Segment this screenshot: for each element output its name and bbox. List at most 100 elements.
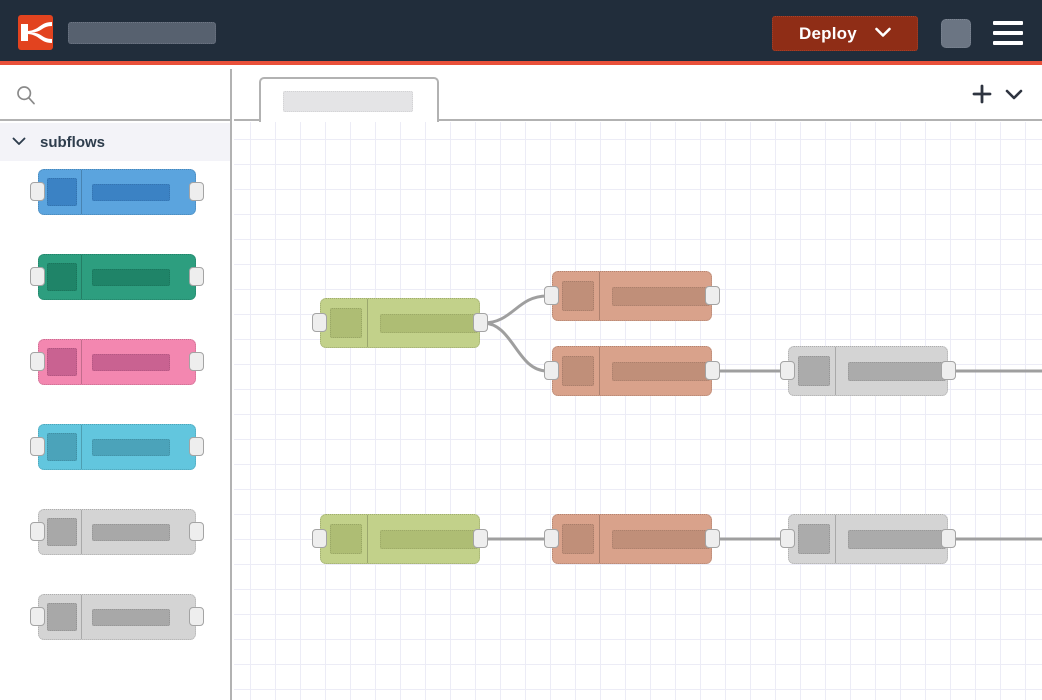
node-label bbox=[848, 362, 946, 381]
node-divider bbox=[599, 272, 600, 320]
node-input-port[interactable] bbox=[544, 286, 559, 305]
deploy-button-label: Deploy bbox=[799, 23, 857, 43]
palette-node-grey-1[interactable] bbox=[30, 509, 204, 555]
node-input-port[interactable] bbox=[30, 607, 45, 626]
node-output-port[interactable] bbox=[473, 529, 488, 548]
node-label bbox=[92, 524, 170, 541]
node-input-port[interactable] bbox=[30, 522, 45, 541]
search-icon[interactable] bbox=[16, 85, 36, 110]
node-label bbox=[92, 439, 170, 456]
node-output-port[interactable] bbox=[189, 182, 204, 201]
palette-search-row[interactable] bbox=[0, 69, 230, 121]
app-title-placeholder bbox=[68, 22, 216, 44]
node-type-icon bbox=[562, 356, 594, 386]
subflow-node-green[interactable] bbox=[30, 254, 204, 300]
node-divider bbox=[835, 347, 836, 395]
node-type-icon bbox=[330, 524, 362, 554]
node-label bbox=[380, 530, 478, 549]
node-input-port[interactable] bbox=[312, 313, 327, 332]
add-flow-tab-button[interactable] bbox=[970, 82, 994, 106]
node-divider bbox=[81, 425, 82, 469]
node-type-icon bbox=[47, 348, 77, 376]
subflow-node-cyan[interactable] bbox=[30, 424, 204, 470]
node-output-port[interactable] bbox=[189, 437, 204, 456]
node-divider bbox=[81, 255, 82, 299]
node-label bbox=[612, 530, 710, 549]
node-divider bbox=[835, 515, 836, 563]
node-divider bbox=[81, 595, 82, 639]
menu-bar-3 bbox=[993, 41, 1023, 45]
node-label bbox=[380, 314, 478, 333]
flow-node-green-2[interactable] bbox=[312, 514, 488, 564]
node-type-icon bbox=[47, 518, 77, 546]
palette-category-label: subflows bbox=[40, 133, 106, 151]
flow-workspace bbox=[234, 69, 1042, 700]
node-label bbox=[612, 287, 710, 306]
node-input-port[interactable] bbox=[30, 267, 45, 286]
node-input-port[interactable] bbox=[780, 529, 795, 548]
chevron-down-icon bbox=[12, 133, 26, 151]
node-type-icon bbox=[47, 603, 77, 631]
wire-green1-to-salmon2[interactable] bbox=[481, 321, 549, 373]
node-divider bbox=[81, 340, 82, 384]
node-red-logo-icon[interactable] bbox=[18, 15, 53, 50]
chevron-down-icon bbox=[875, 25, 891, 43]
flow-node-green-1[interactable] bbox=[312, 298, 488, 348]
node-type-icon bbox=[562, 281, 594, 311]
node-output-port[interactable] bbox=[189, 267, 204, 286]
wire-green1-to-salmon1[interactable] bbox=[481, 294, 549, 325]
node-output-port[interactable] bbox=[189, 352, 204, 371]
node-input-port[interactable] bbox=[30, 182, 45, 201]
flow-tab-active[interactable] bbox=[259, 77, 439, 123]
node-input-port[interactable] bbox=[780, 361, 795, 380]
hamburger-menu-icon[interactable] bbox=[993, 21, 1023, 45]
menu-bar-2 bbox=[993, 31, 1023, 35]
node-output-port[interactable] bbox=[705, 361, 720, 380]
flow-tab-menu-button[interactable] bbox=[1002, 82, 1026, 106]
flow-tab-title-placeholder bbox=[283, 91, 413, 112]
flow-canvas[interactable] bbox=[234, 122, 1042, 700]
subflow-node-blue[interactable] bbox=[30, 169, 204, 215]
palette-node-grey-2[interactable] bbox=[30, 594, 204, 640]
node-input-port[interactable] bbox=[312, 529, 327, 548]
node-label bbox=[848, 530, 946, 549]
flow-tabbar bbox=[234, 69, 1042, 123]
node-input-port[interactable] bbox=[30, 352, 45, 371]
flow-node-salmon-3[interactable] bbox=[544, 514, 720, 564]
node-output-port[interactable] bbox=[705, 286, 720, 305]
node-type-icon bbox=[47, 433, 77, 461]
flow-node-grey-1[interactable] bbox=[780, 346, 956, 396]
node-input-port[interactable] bbox=[544, 529, 559, 548]
node-type-icon bbox=[47, 178, 77, 206]
flow-node-salmon-2[interactable] bbox=[544, 346, 720, 396]
node-output-port[interactable] bbox=[941, 361, 956, 380]
node-divider bbox=[81, 510, 82, 554]
node-type-icon bbox=[330, 308, 362, 338]
palette-sidebar: subflows bbox=[0, 69, 232, 700]
flow-node-salmon-1[interactable] bbox=[544, 271, 720, 321]
menu-bar-1 bbox=[993, 21, 1023, 25]
node-output-port[interactable] bbox=[189, 607, 204, 626]
node-input-port[interactable] bbox=[30, 437, 45, 456]
node-type-icon bbox=[798, 524, 830, 554]
palette-category-subflows[interactable]: subflows bbox=[0, 123, 230, 161]
node-divider bbox=[599, 347, 600, 395]
node-input-port[interactable] bbox=[544, 361, 559, 380]
flow-node-grey-2[interactable] bbox=[780, 514, 956, 564]
node-type-icon bbox=[798, 356, 830, 386]
node-type-icon bbox=[562, 524, 594, 554]
node-output-port[interactable] bbox=[941, 529, 956, 548]
deploy-button[interactable]: Deploy bbox=[772, 16, 918, 51]
node-output-port[interactable] bbox=[705, 529, 720, 548]
node-label bbox=[92, 354, 170, 371]
subflow-node-pink[interactable] bbox=[30, 339, 204, 385]
node-output-port[interactable] bbox=[189, 522, 204, 541]
node-type-icon bbox=[47, 263, 77, 291]
user-menu-placeholder[interactable] bbox=[941, 19, 971, 48]
node-label bbox=[92, 609, 170, 626]
node-output-port[interactable] bbox=[473, 313, 488, 332]
node-divider bbox=[599, 515, 600, 563]
node-label bbox=[92, 269, 170, 286]
app-header: Deploy bbox=[0, 0, 1042, 65]
